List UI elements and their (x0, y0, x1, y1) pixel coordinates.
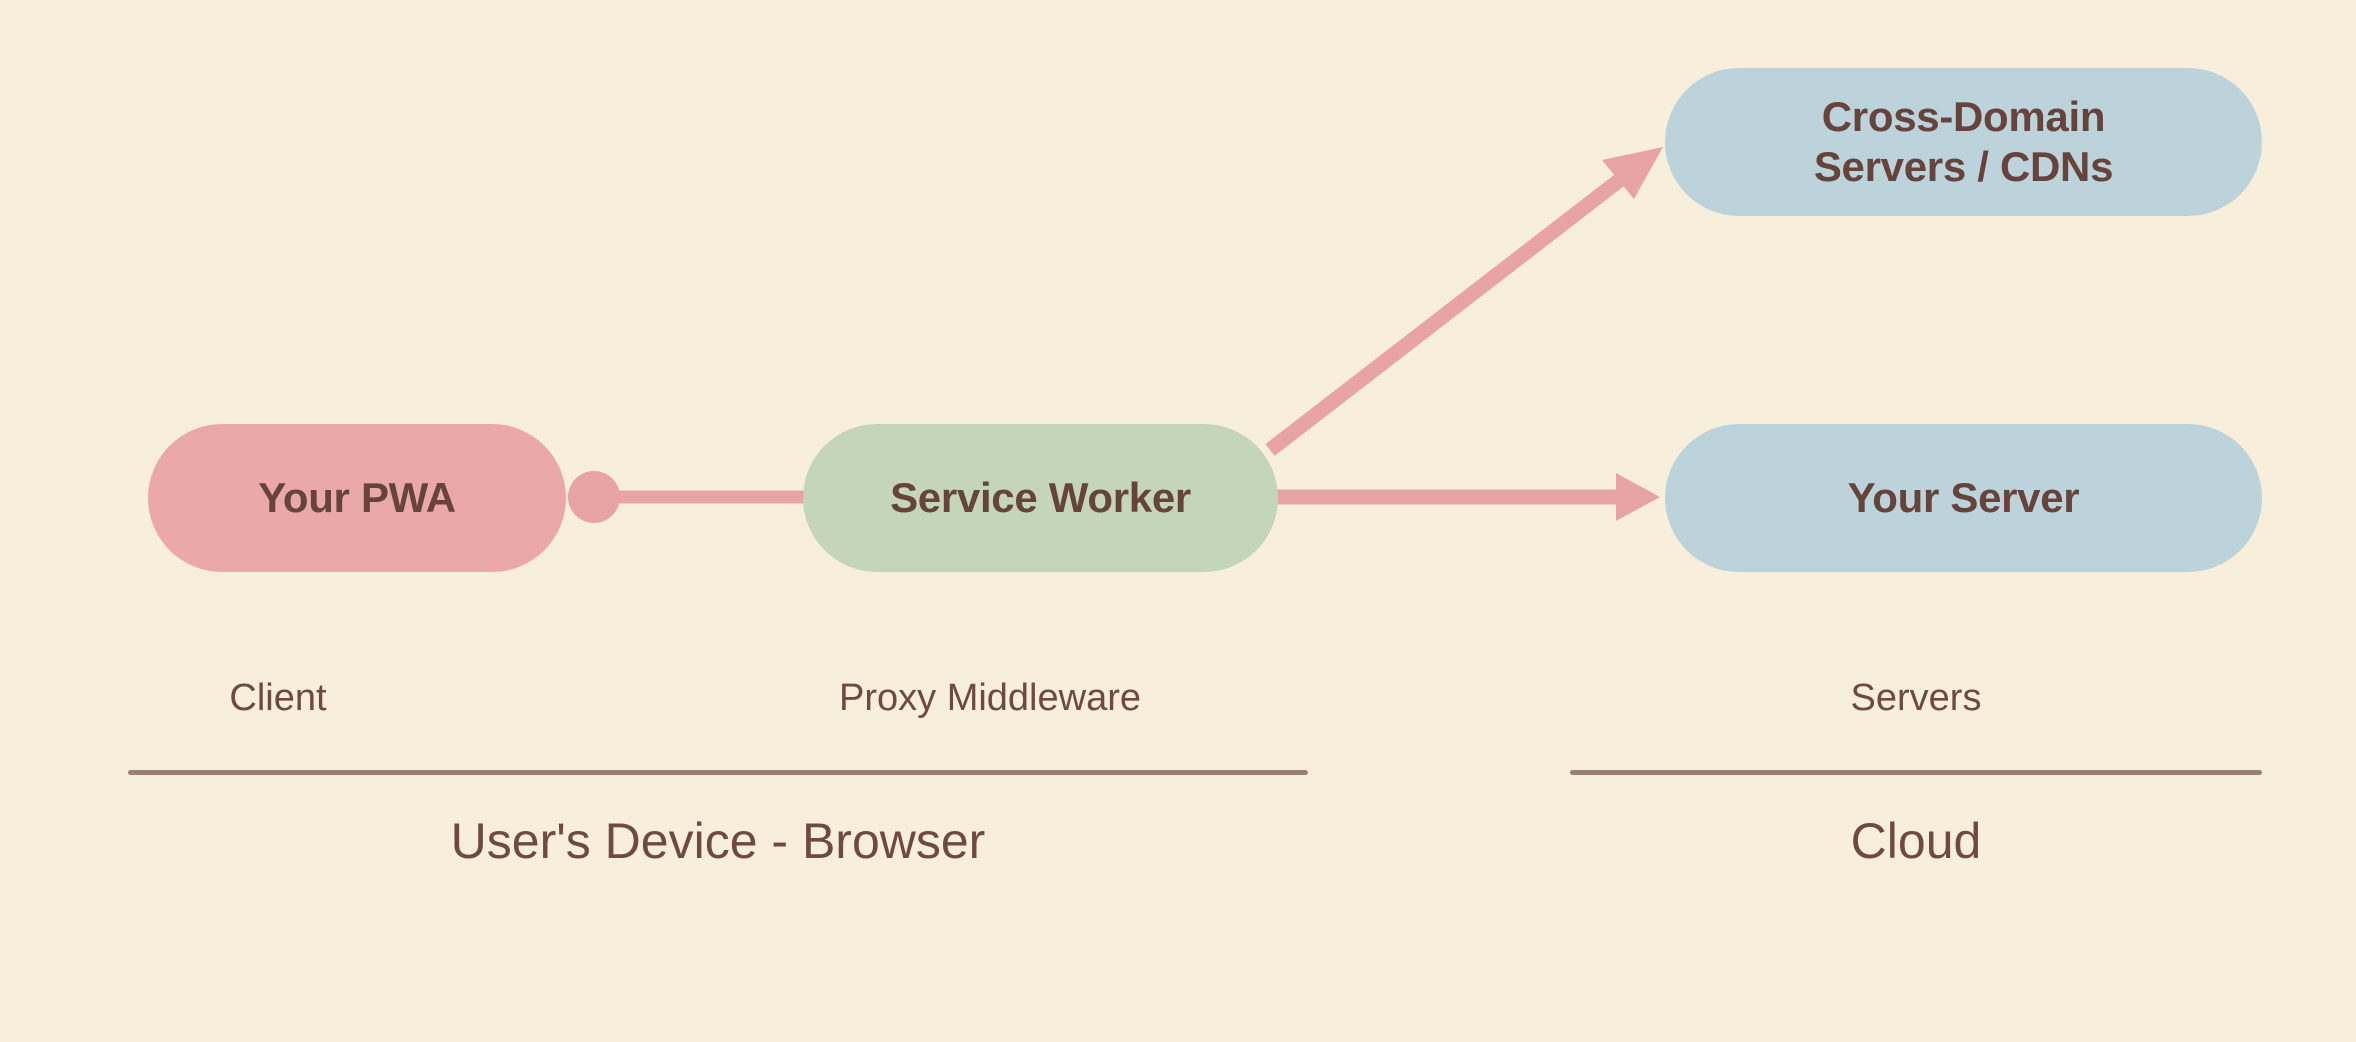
node-your-server-label: Your Server (1847, 474, 2080, 522)
zone-divider-cloud (1570, 770, 2262, 775)
connector-pwa-to-service-worker (568, 471, 806, 523)
node-cross-domain-servers[interactable]: Cross-Domain Servers / CDNs (1665, 68, 2262, 216)
connector-dot-icon (568, 471, 620, 523)
zone-sublabel-client: Client (229, 677, 327, 719)
arrowhead-icon (1602, 147, 1663, 199)
arrowhead-icon (1616, 473, 1660, 521)
node-cross-domain-servers-line2: Servers / CDNs (1813, 143, 2114, 190)
connector-service-worker-to-server (1272, 473, 1660, 521)
node-your-pwa[interactable]: Your PWA (148, 424, 566, 572)
node-your-pwa-label: Your PWA (258, 474, 456, 522)
connector-service-worker-to-cdn (1265, 147, 1663, 456)
zone-title-users-device: User's Device - Browser (450, 813, 986, 869)
node-service-worker[interactable]: Service Worker (803, 424, 1278, 572)
node-cross-domain-servers-label: Cross-Domain Servers / CDNs (1813, 92, 2114, 191)
node-cross-domain-servers-line1: Cross-Domain (1821, 93, 2106, 141)
zone-title-cloud: Cloud (1850, 813, 1982, 869)
connector-line (1265, 166, 1635, 456)
zone-divider-device (128, 770, 1308, 775)
node-your-server[interactable]: Your Server (1665, 424, 2262, 572)
node-service-worker-label: Service Worker (890, 474, 1191, 522)
zone-sublabel-servers: Servers (1850, 677, 1982, 719)
zone-sublabel-proxy-middleware: Proxy Middleware (839, 677, 1141, 719)
